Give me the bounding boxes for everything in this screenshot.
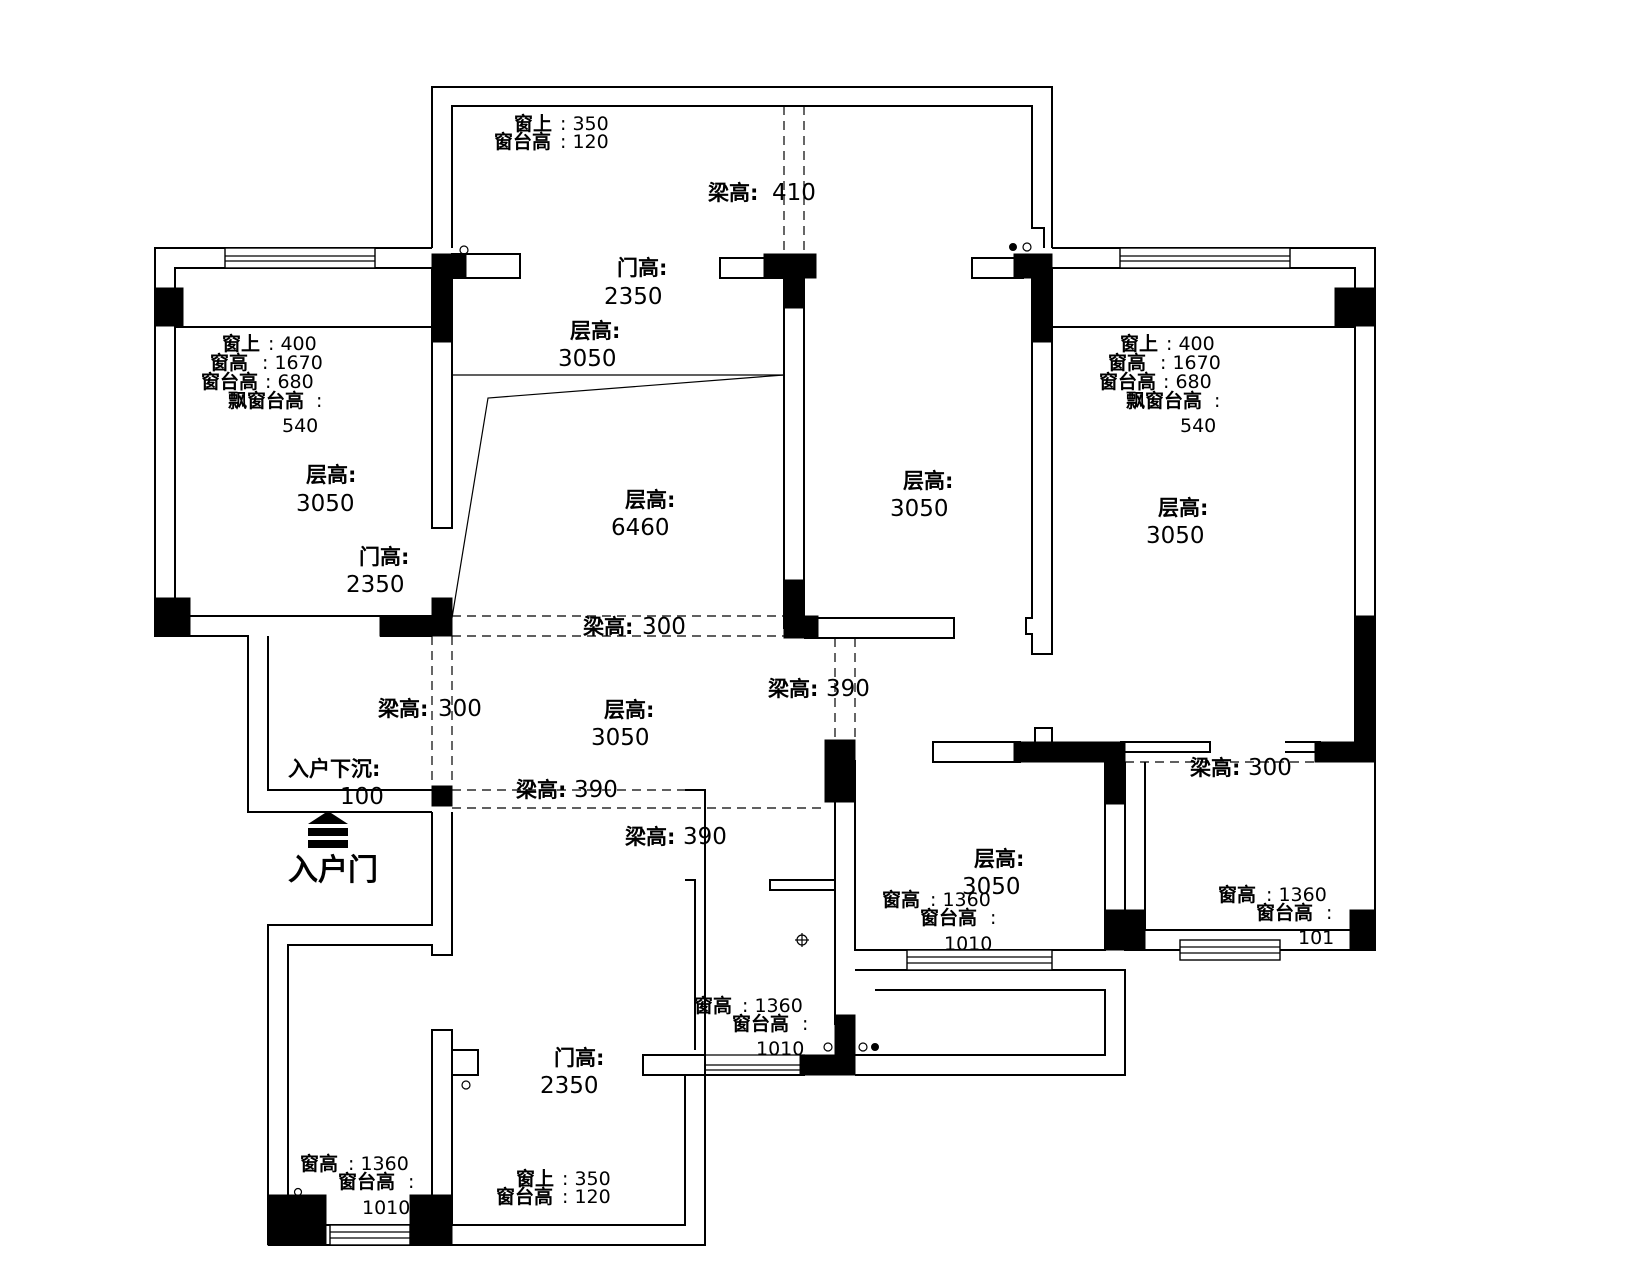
svg-text:: 400: : 400	[268, 333, 317, 355]
svg-text:101: 101	[1298, 927, 1334, 949]
svg-text:: 120: : 120	[562, 1186, 611, 1208]
svg-text:3050: 3050	[558, 346, 617, 372]
svg-text:梁高:: 梁高:	[624, 825, 675, 849]
svg-text:层高:: 层高:	[1158, 496, 1208, 520]
wall-top-room-inner	[451, 105, 1045, 248]
svg-text:窗台高: 窗台高	[732, 1012, 789, 1035]
svg-text:层高:: 层高:	[625, 488, 675, 512]
svg-text:窗台高: 窗台高	[338, 1170, 395, 1193]
svg-text:窗高: 窗高	[210, 351, 248, 374]
svg-text:6460: 6460	[611, 515, 670, 541]
svg-text:1010: 1010	[944, 933, 992, 955]
svg-text:: 1360: : 1360	[930, 889, 991, 911]
svg-text:梁高:: 梁高:	[767, 677, 818, 701]
svg-text:: 1360: : 1360	[742, 995, 803, 1017]
svg-text:: 1360: : 1360	[348, 1153, 409, 1175]
svg-text:100: 100	[340, 784, 384, 810]
entry-arrow-icon	[308, 811, 348, 848]
svg-text:1010: 1010	[362, 1197, 410, 1219]
svg-text:: 680: : 680	[1163, 371, 1212, 393]
svg-text:2350: 2350	[346, 572, 405, 598]
svg-text:窗台高: 窗台高	[201, 370, 258, 393]
svg-text:2350: 2350	[604, 284, 663, 310]
svg-text:窗上: 窗上	[1120, 332, 1158, 355]
svg-text:390: 390	[683, 824, 727, 850]
svg-text:390: 390	[826, 676, 870, 702]
label-beam: 梁高:	[707, 181, 758, 205]
svg-text:门高:: 门高:	[554, 1046, 604, 1070]
svg-text:390: 390	[574, 777, 618, 803]
svg-text:3050: 3050	[591, 725, 650, 751]
svg-text:2350: 2350	[540, 1073, 599, 1099]
svg-text:窗高: 窗高	[694, 994, 732, 1017]
svg-text:飘窗台高: 飘窗台高	[1126, 389, 1202, 412]
svg-text:: 120: : 120	[560, 131, 609, 153]
svg-text:3050: 3050	[296, 491, 355, 517]
window-right-room	[1119, 247, 1291, 269]
svg-text:层高:: 层高:	[903, 469, 953, 493]
entry-door-label: 入户门	[288, 853, 378, 888]
svg-text:窗高: 窗高	[300, 1152, 338, 1175]
svg-text:层高:: 层高:	[974, 847, 1024, 871]
svg-text:: 1670: : 1670	[262, 352, 323, 374]
svg-text:窗高: 窗高	[882, 888, 920, 911]
svg-text:窗台高: 窗台高	[1256, 901, 1313, 924]
column	[154, 287, 184, 327]
svg-text:层高:: 层高:	[570, 319, 620, 343]
svg-text:窗上: 窗上	[222, 332, 260, 355]
svg-text:: 400: : 400	[1166, 333, 1215, 355]
svg-text:门高:: 门高:	[617, 256, 667, 280]
wall-top-room-outer	[431, 86, 1053, 248]
svg-text:3050: 3050	[890, 496, 949, 522]
svg-text:窗高: 窗高	[1108, 351, 1146, 374]
svg-text:层高:: 层高:	[306, 463, 356, 487]
svg-text:飘窗台高: 飘窗台高	[228, 389, 304, 412]
svg-text:层高:: 层高:	[604, 698, 654, 722]
svg-text::: :	[990, 907, 996, 929]
svg-text:: 1670: : 1670	[1160, 352, 1221, 374]
label-sill-height: 窗台高	[494, 130, 551, 153]
svg-text::: :	[802, 1013, 808, 1035]
svg-text:1010: 1010	[756, 1038, 804, 1060]
svg-text:: 350: : 350	[560, 113, 609, 135]
svg-text:540: 540	[1180, 415, 1216, 437]
svg-text:入户下沉:: 入户下沉:	[288, 757, 380, 781]
svg-text:: 680: : 680	[265, 371, 314, 393]
svg-text:窗台高: 窗台高	[920, 906, 977, 929]
label-window-top: 窗上	[514, 112, 552, 135]
svg-text:门高:: 门高:	[359, 545, 409, 569]
svg-text:窗高: 窗高	[1218, 883, 1256, 906]
svg-text:: 350: : 350	[562, 1168, 611, 1190]
svg-text:300: 300	[438, 696, 482, 722]
svg-text:梁高:: 梁高:	[582, 615, 633, 639]
svg-text:梁高:: 梁高:	[515, 778, 566, 802]
svg-text::: :	[316, 390, 322, 412]
svg-text:: 1360: : 1360	[1266, 884, 1327, 906]
svg-text::: :	[1214, 390, 1220, 412]
svg-text:窗台高: 窗台高	[1099, 370, 1156, 393]
svg-text:3050: 3050	[1146, 523, 1205, 549]
svg-text::: :	[1326, 902, 1332, 924]
svg-text:梁高:: 梁高:	[377, 697, 428, 721]
wall-right-room-outer	[1052, 247, 1376, 762]
svg-text::: :	[408, 1171, 414, 1193]
svg-text:梁高:: 梁高:	[1189, 756, 1240, 780]
svg-text:窗台高: 窗台高	[496, 1185, 553, 1208]
svg-text:410: 410	[772, 180, 816, 206]
svg-text:540: 540	[282, 415, 318, 437]
svg-text:3050: 3050	[962, 874, 1021, 900]
window-left-room	[224, 247, 376, 269]
svg-text:300: 300	[1248, 755, 1292, 781]
svg-text:窗上: 窗上	[516, 1167, 554, 1190]
svg-text:300: 300	[642, 614, 686, 640]
